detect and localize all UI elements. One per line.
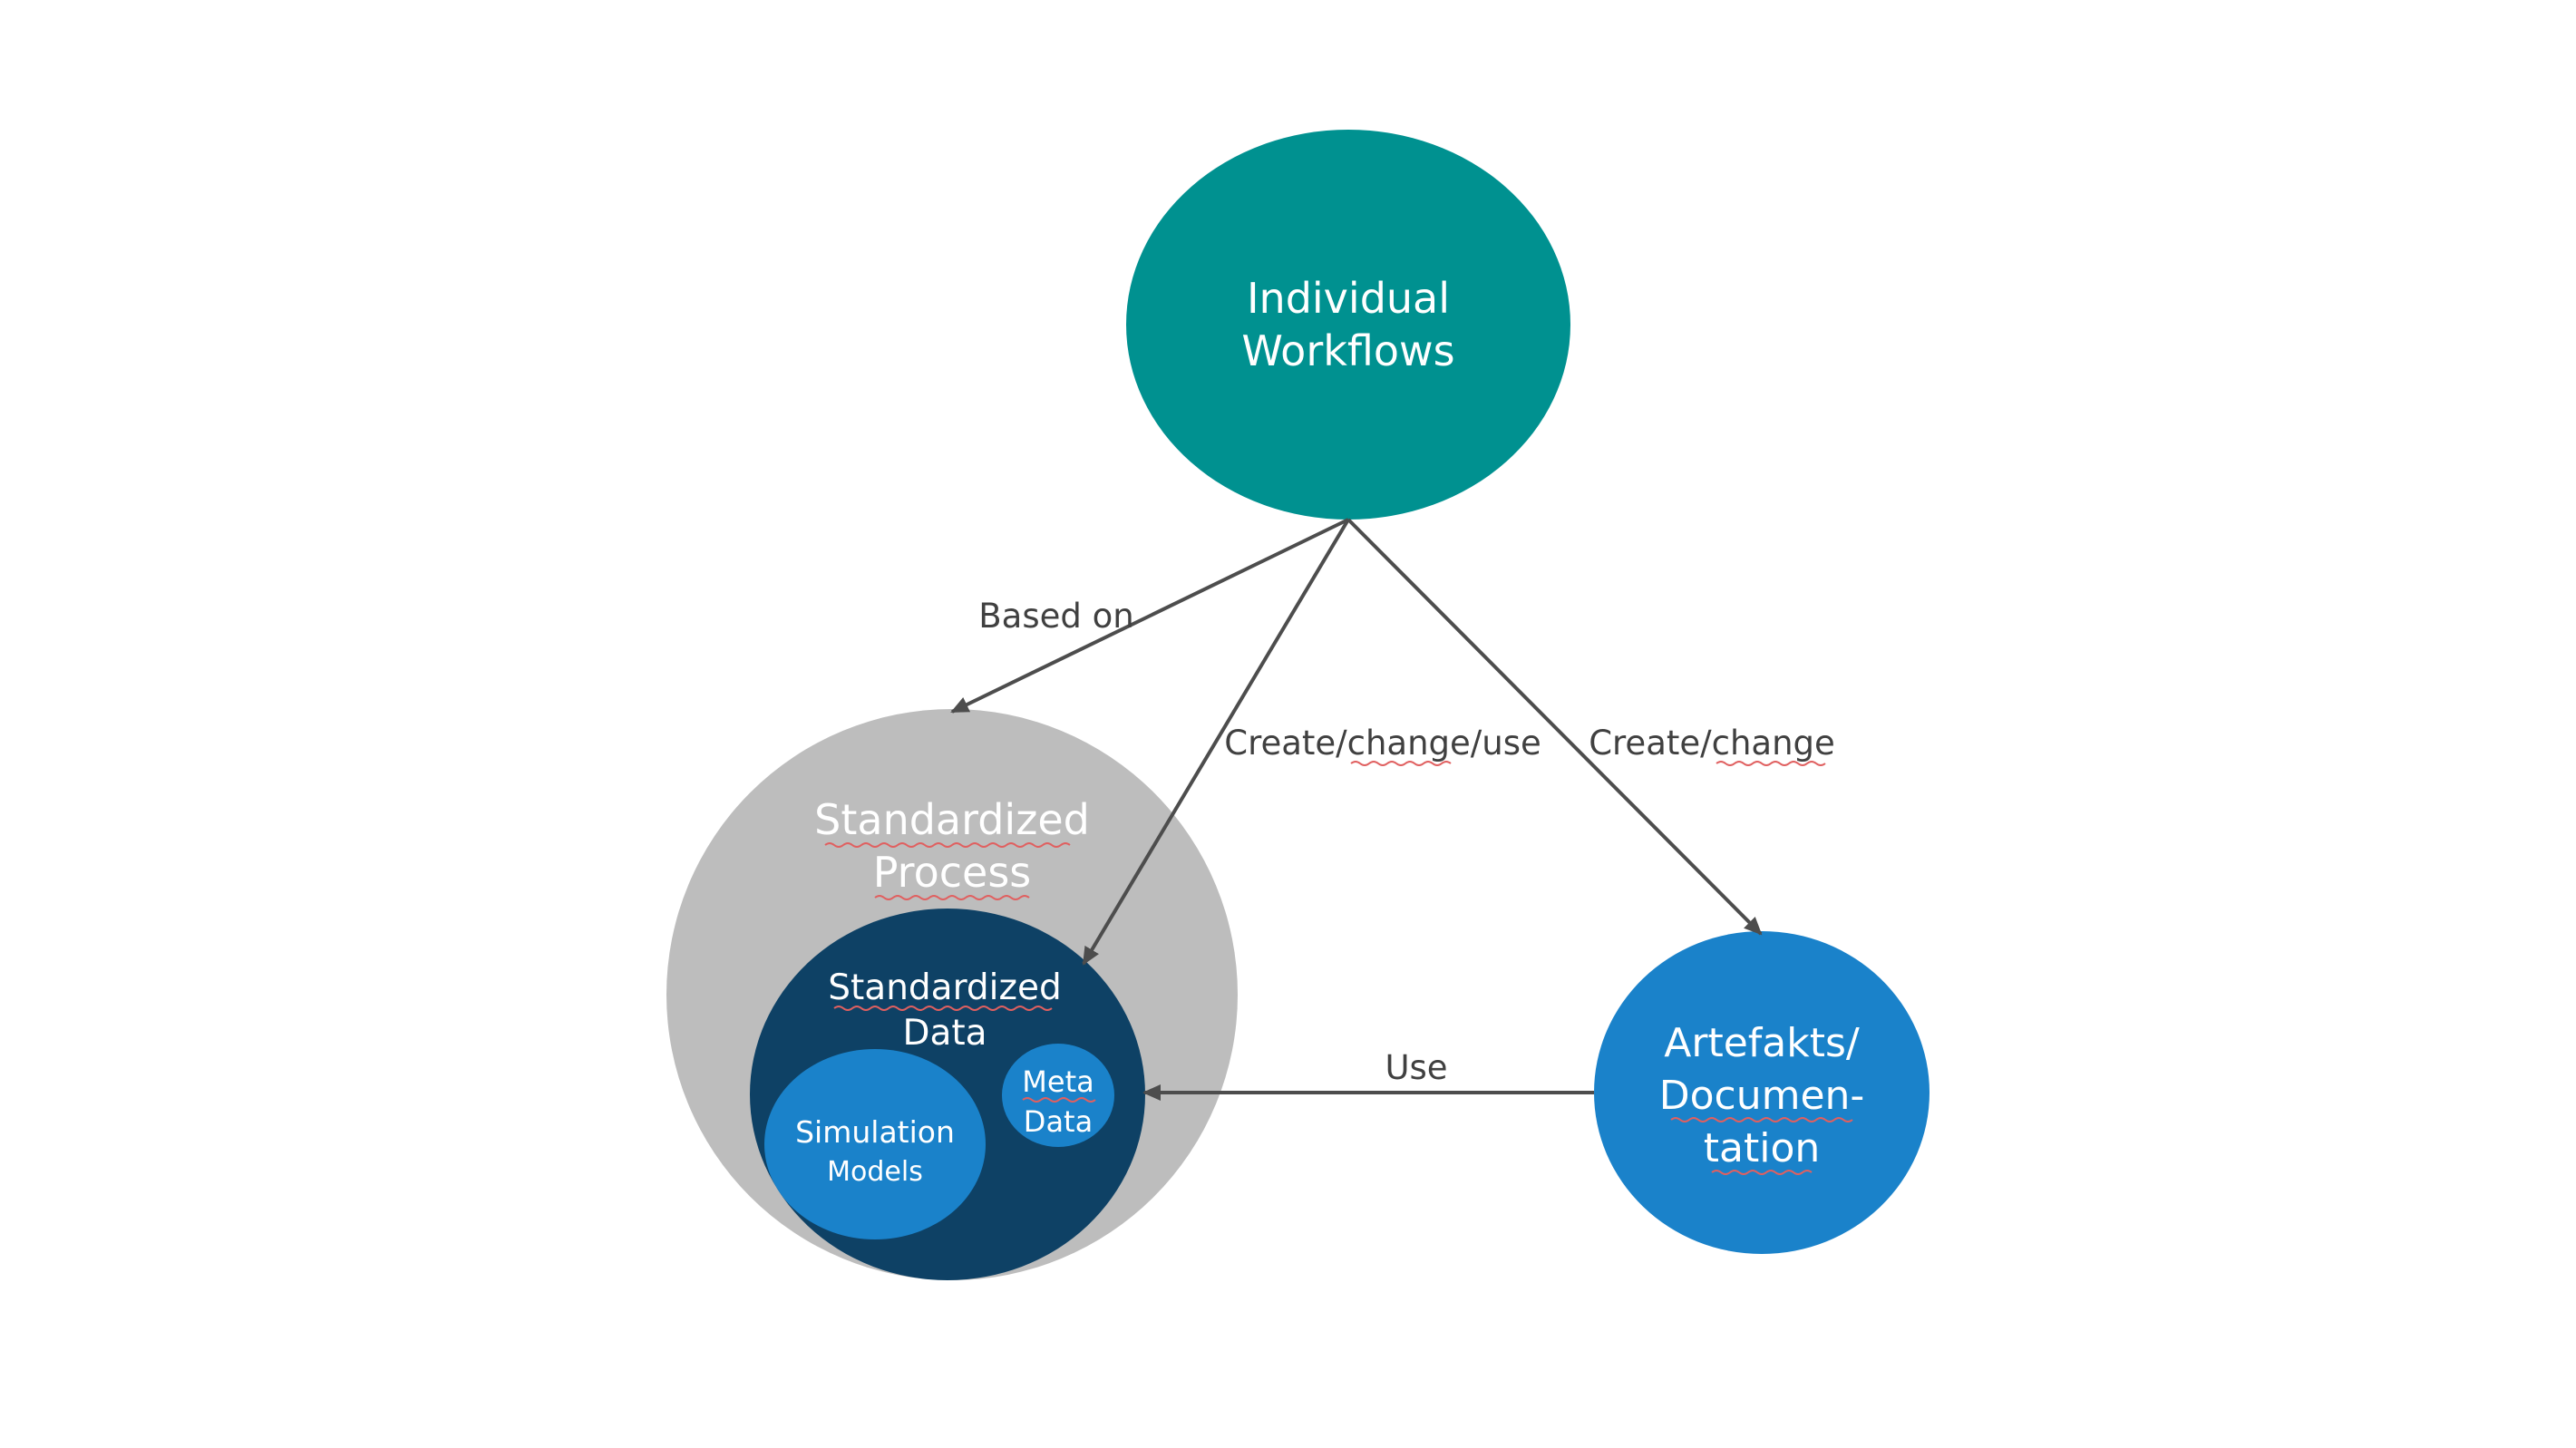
spellcheck-underline <box>1711 1170 1813 1175</box>
edge-label-use: Use <box>1385 1048 1447 1087</box>
spellcheck-underline <box>1670 1117 1853 1122</box>
spellcheck-underline <box>824 842 1071 848</box>
artefakts-documentation-node: Artefakts/ Documen- tation <box>1594 931 1930 1254</box>
meta-data-label-line1: Meta <box>1022 1064 1094 1099</box>
artefakts-documentation-label-line2: Documen- <box>1659 1073 1865 1119</box>
meta-data-label-line2: Data <box>1024 1104 1093 1139</box>
spellcheck-underline <box>833 1006 1053 1011</box>
standardized-data-label-line1: Standardized <box>828 967 1061 1008</box>
meta-data-node: Meta Data <box>1002 1044 1114 1147</box>
spellcheck-underline <box>1350 761 1452 766</box>
individual-workflows-label-line2: Workflows <box>1241 326 1454 375</box>
individual-workflows-circle <box>1126 130 1570 520</box>
artefakts-documentation-circle <box>1594 931 1930 1254</box>
spellcheck-underline <box>874 895 1030 900</box>
meta-data-circle <box>1002 1044 1114 1147</box>
edge-label-create-change-use: Create/change/use <box>1224 724 1541 763</box>
artefakts-documentation-label-line1: Artefakts/ <box>1664 1020 1860 1066</box>
standardized-data-label-line2: Data <box>902 1013 987 1054</box>
individual-workflows-node: Individual Workflows <box>1126 130 1570 520</box>
edge-label-create-change: Create/change <box>1589 724 1835 763</box>
simulation-models-label-line2: Models <box>827 1156 923 1188</box>
artefakts-documentation-label-line3: tation <box>1704 1125 1821 1171</box>
spellcheck-underline <box>1716 761 1826 766</box>
arrow-create-change-use <box>1082 518 1350 966</box>
edge-label-based-on: Based on <box>978 597 1133 636</box>
arrow-based-on <box>950 518 1349 714</box>
individual-workflows-label-line1: Individual <box>1247 274 1450 323</box>
simulation-models-node: Simulation Models <box>764 1049 986 1239</box>
standardized-process-label-line1: Standardized <box>814 795 1090 844</box>
spellcheck-underline <box>1022 1097 1096 1103</box>
arrow-create-change <box>1346 518 1763 936</box>
standardized-process-label-line2: Process <box>873 848 1032 897</box>
simulation-models-label-line1: Simulation <box>795 1114 955 1150</box>
simulation-models-circle <box>764 1049 986 1239</box>
